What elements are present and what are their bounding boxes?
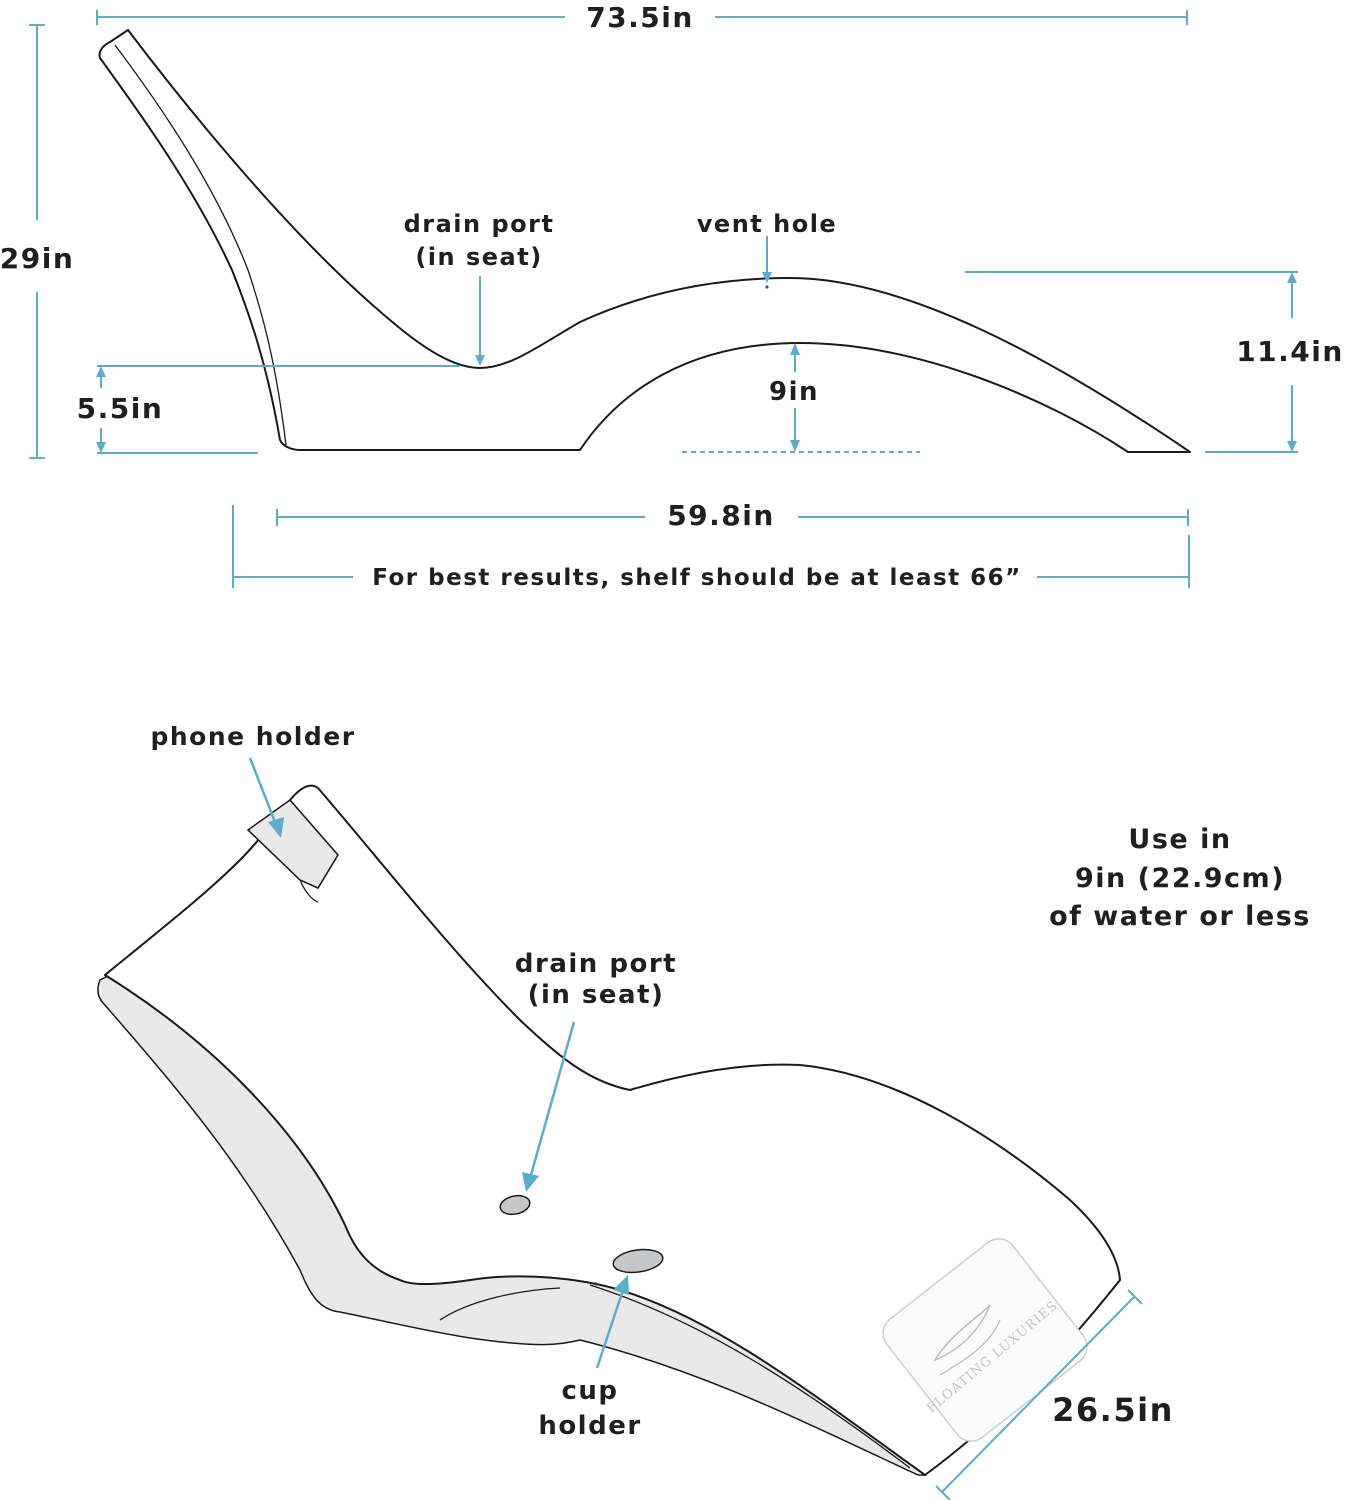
overall-length-label: 73.5in	[586, 1, 694, 34]
perspective-view-labels: phone holder Use in 9in (22.9cm) of wate…	[150, 722, 1311, 1500]
phone-holder-label: phone holder	[150, 722, 355, 751]
side-view-lounge	[98, 28, 1191, 453]
floating-luxuries-logo: FLOATING LUXURIES	[882, 1238, 1088, 1442]
drain-port-hole	[499, 1194, 531, 1216]
arch-clearance-label: 9in	[769, 377, 819, 407]
overall-height-label: 29in	[0, 242, 74, 275]
cup-holder-label-1: cup	[561, 1376, 618, 1406]
top-drain-port-label-2: (in seat)	[528, 980, 665, 1010]
leg-height-label: 11.4in	[1236, 335, 1344, 368]
lounge-top-surface	[104, 784, 1121, 1476]
lounge-profile	[98, 29, 1191, 453]
shelf-note-label: For best results, shelf should be at lea…	[372, 565, 1022, 591]
cup-holder-label-2: holder	[538, 1411, 641, 1441]
cup-holder-hole	[612, 1248, 664, 1274]
usage-line-1: Use in	[1128, 824, 1231, 855]
side-drain-port-label-2: (in seat)	[415, 243, 542, 271]
base-length-label: 59.8in	[667, 499, 775, 532]
side-view-dimensions: 73.5in 29in 5.5in drain port (in seat) v…	[0, 1, 1344, 591]
usage-line-3: of water or less	[1049, 901, 1311, 932]
vent-hole-dot	[765, 285, 769, 289]
usage-line-2: 9in (22.9cm)	[1075, 863, 1285, 894]
width-label: 26.5in	[1052, 1391, 1174, 1429]
perspective-view-lounge: FLOATING LUXURIES	[97, 784, 1121, 1476]
top-drain-port-label-1: drain port	[515, 949, 677, 979]
seat-height-label: 5.5in	[77, 392, 164, 425]
side-drain-port-label-1: drain port	[404, 210, 555, 238]
vent-hole-label: vent hole	[697, 210, 837, 238]
